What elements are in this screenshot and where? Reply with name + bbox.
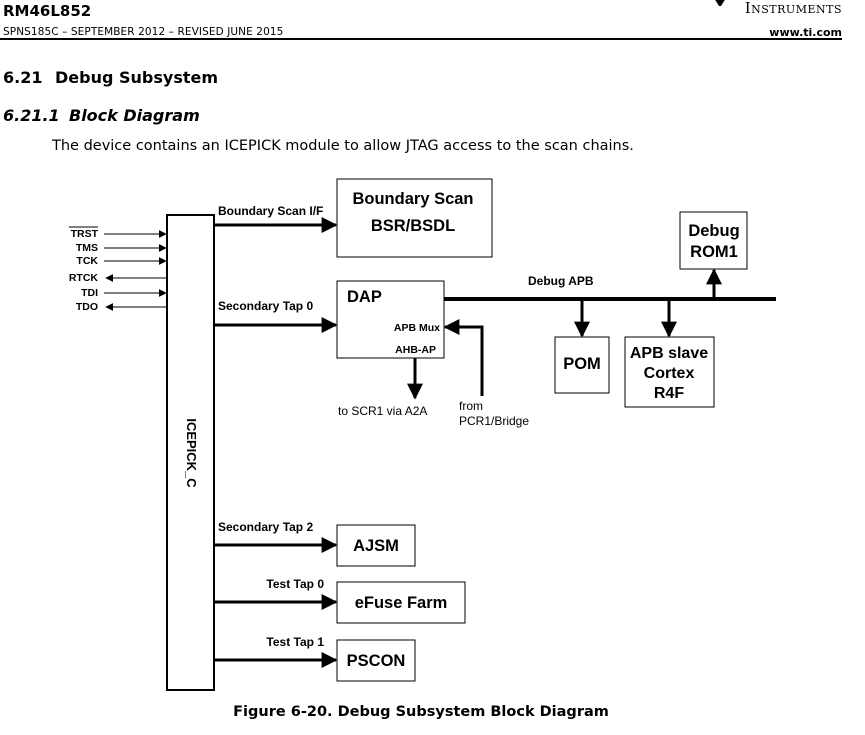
section-title-text: Debug Subsystem	[55, 68, 219, 87]
signal-tms: TMS	[76, 242, 98, 254]
r4f-title: R4F	[654, 385, 684, 402]
apb-mux-label: APB Mux	[394, 322, 440, 334]
website-link[interactable]: www.ti.com	[769, 26, 842, 39]
subsection-number: 6.21.1	[3, 106, 60, 125]
secondary-tap0-label: Secondary Tap 0	[218, 299, 313, 313]
cortex-title: Cortex	[644, 365, 695, 382]
part-number: RM46L852	[3, 2, 92, 20]
signal-trst: TRST	[71, 228, 99, 240]
boundary-scan-block	[336, 178, 493, 258]
signal-tdo: TDO	[76, 301, 98, 313]
ajsm-block	[336, 524, 416, 567]
signal-tdi: TDI	[81, 287, 98, 299]
cortex-block	[624, 336, 715, 408]
ajsm-title: AJSM	[353, 537, 399, 555]
subsection-title: 6.21.1 Block Diagram	[3, 106, 200, 125]
subsection-title-text: Block Diagram	[69, 106, 200, 125]
jtag-signals: TRST TMS TCK RTCK TDI TDO	[69, 226, 167, 313]
header-rule	[0, 38, 842, 40]
boundary-scan-title: Boundary Scan	[352, 190, 473, 208]
ti-logo-icon	[715, 0, 725, 6]
dap-block	[336, 280, 445, 359]
doc-revision: SPNS185C – SEPTEMBER 2012 – REVISED JUNE…	[3, 26, 284, 38]
pcr1-bridge-label: PCR1/Bridge	[459, 414, 529, 428]
boundary-scan-if-label: Boundary Scan I/F	[218, 204, 323, 218]
debug-apb-label: Debug APB	[528, 274, 594, 288]
pscon-title: PSCON	[347, 652, 406, 670]
test-tap0-label: Test Tap 0	[266, 577, 324, 591]
signal-tck: TCK	[76, 255, 98, 267]
ahb-ap-label: AHB-AP	[395, 344, 436, 356]
section-number: 6.21	[3, 68, 43, 87]
icepick-block	[166, 214, 215, 691]
dap-title: DAP	[347, 288, 382, 306]
to-scr1-label: to SCR1 via A2A	[338, 404, 427, 418]
debug-rom-title: Debug	[688, 222, 739, 240]
pom-block	[554, 336, 610, 394]
test-tap1-label: Test Tap 1	[266, 635, 324, 649]
efuse-title: eFuse Farm	[355, 594, 448, 612]
rom1-title: ROM1	[690, 243, 738, 261]
efuse-block	[336, 581, 466, 624]
signal-rtck: RTCK	[69, 272, 99, 284]
secondary-tap2-label: Secondary Tap 2	[218, 520, 313, 534]
company-logo-text: Instruments	[744, 0, 842, 17]
pscon-block	[336, 639, 416, 682]
from-pcr1-arrow	[443, 319, 484, 396]
from-label: from	[459, 399, 483, 413]
icepick-label: ICEPICK_C	[184, 418, 199, 488]
bsr-bsdl-title: BSR/BSDL	[371, 217, 455, 235]
apb-slave-title: APB slave	[630, 345, 708, 362]
debug-rom-block	[679, 211, 748, 270]
body-paragraph: The device contains an ICEPICK module to…	[52, 138, 634, 154]
figure-caption: Figure 6-20. Debug Subsystem Block Diagr…	[233, 704, 609, 720]
pom-title: POM	[563, 355, 601, 373]
section-title: 6.21 Debug Subsystem	[3, 68, 218, 87]
